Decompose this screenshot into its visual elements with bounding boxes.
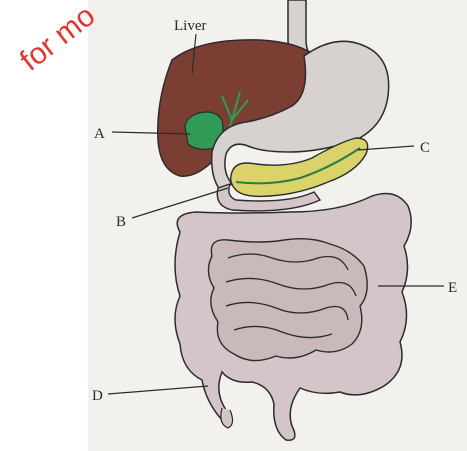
- label-e: E: [448, 280, 457, 296]
- label-d: D: [92, 388, 103, 404]
- label-c: C: [420, 140, 430, 156]
- label-a: A: [94, 126, 105, 142]
- label-b: B: [116, 214, 126, 230]
- label-liver: Liver: [174, 18, 206, 34]
